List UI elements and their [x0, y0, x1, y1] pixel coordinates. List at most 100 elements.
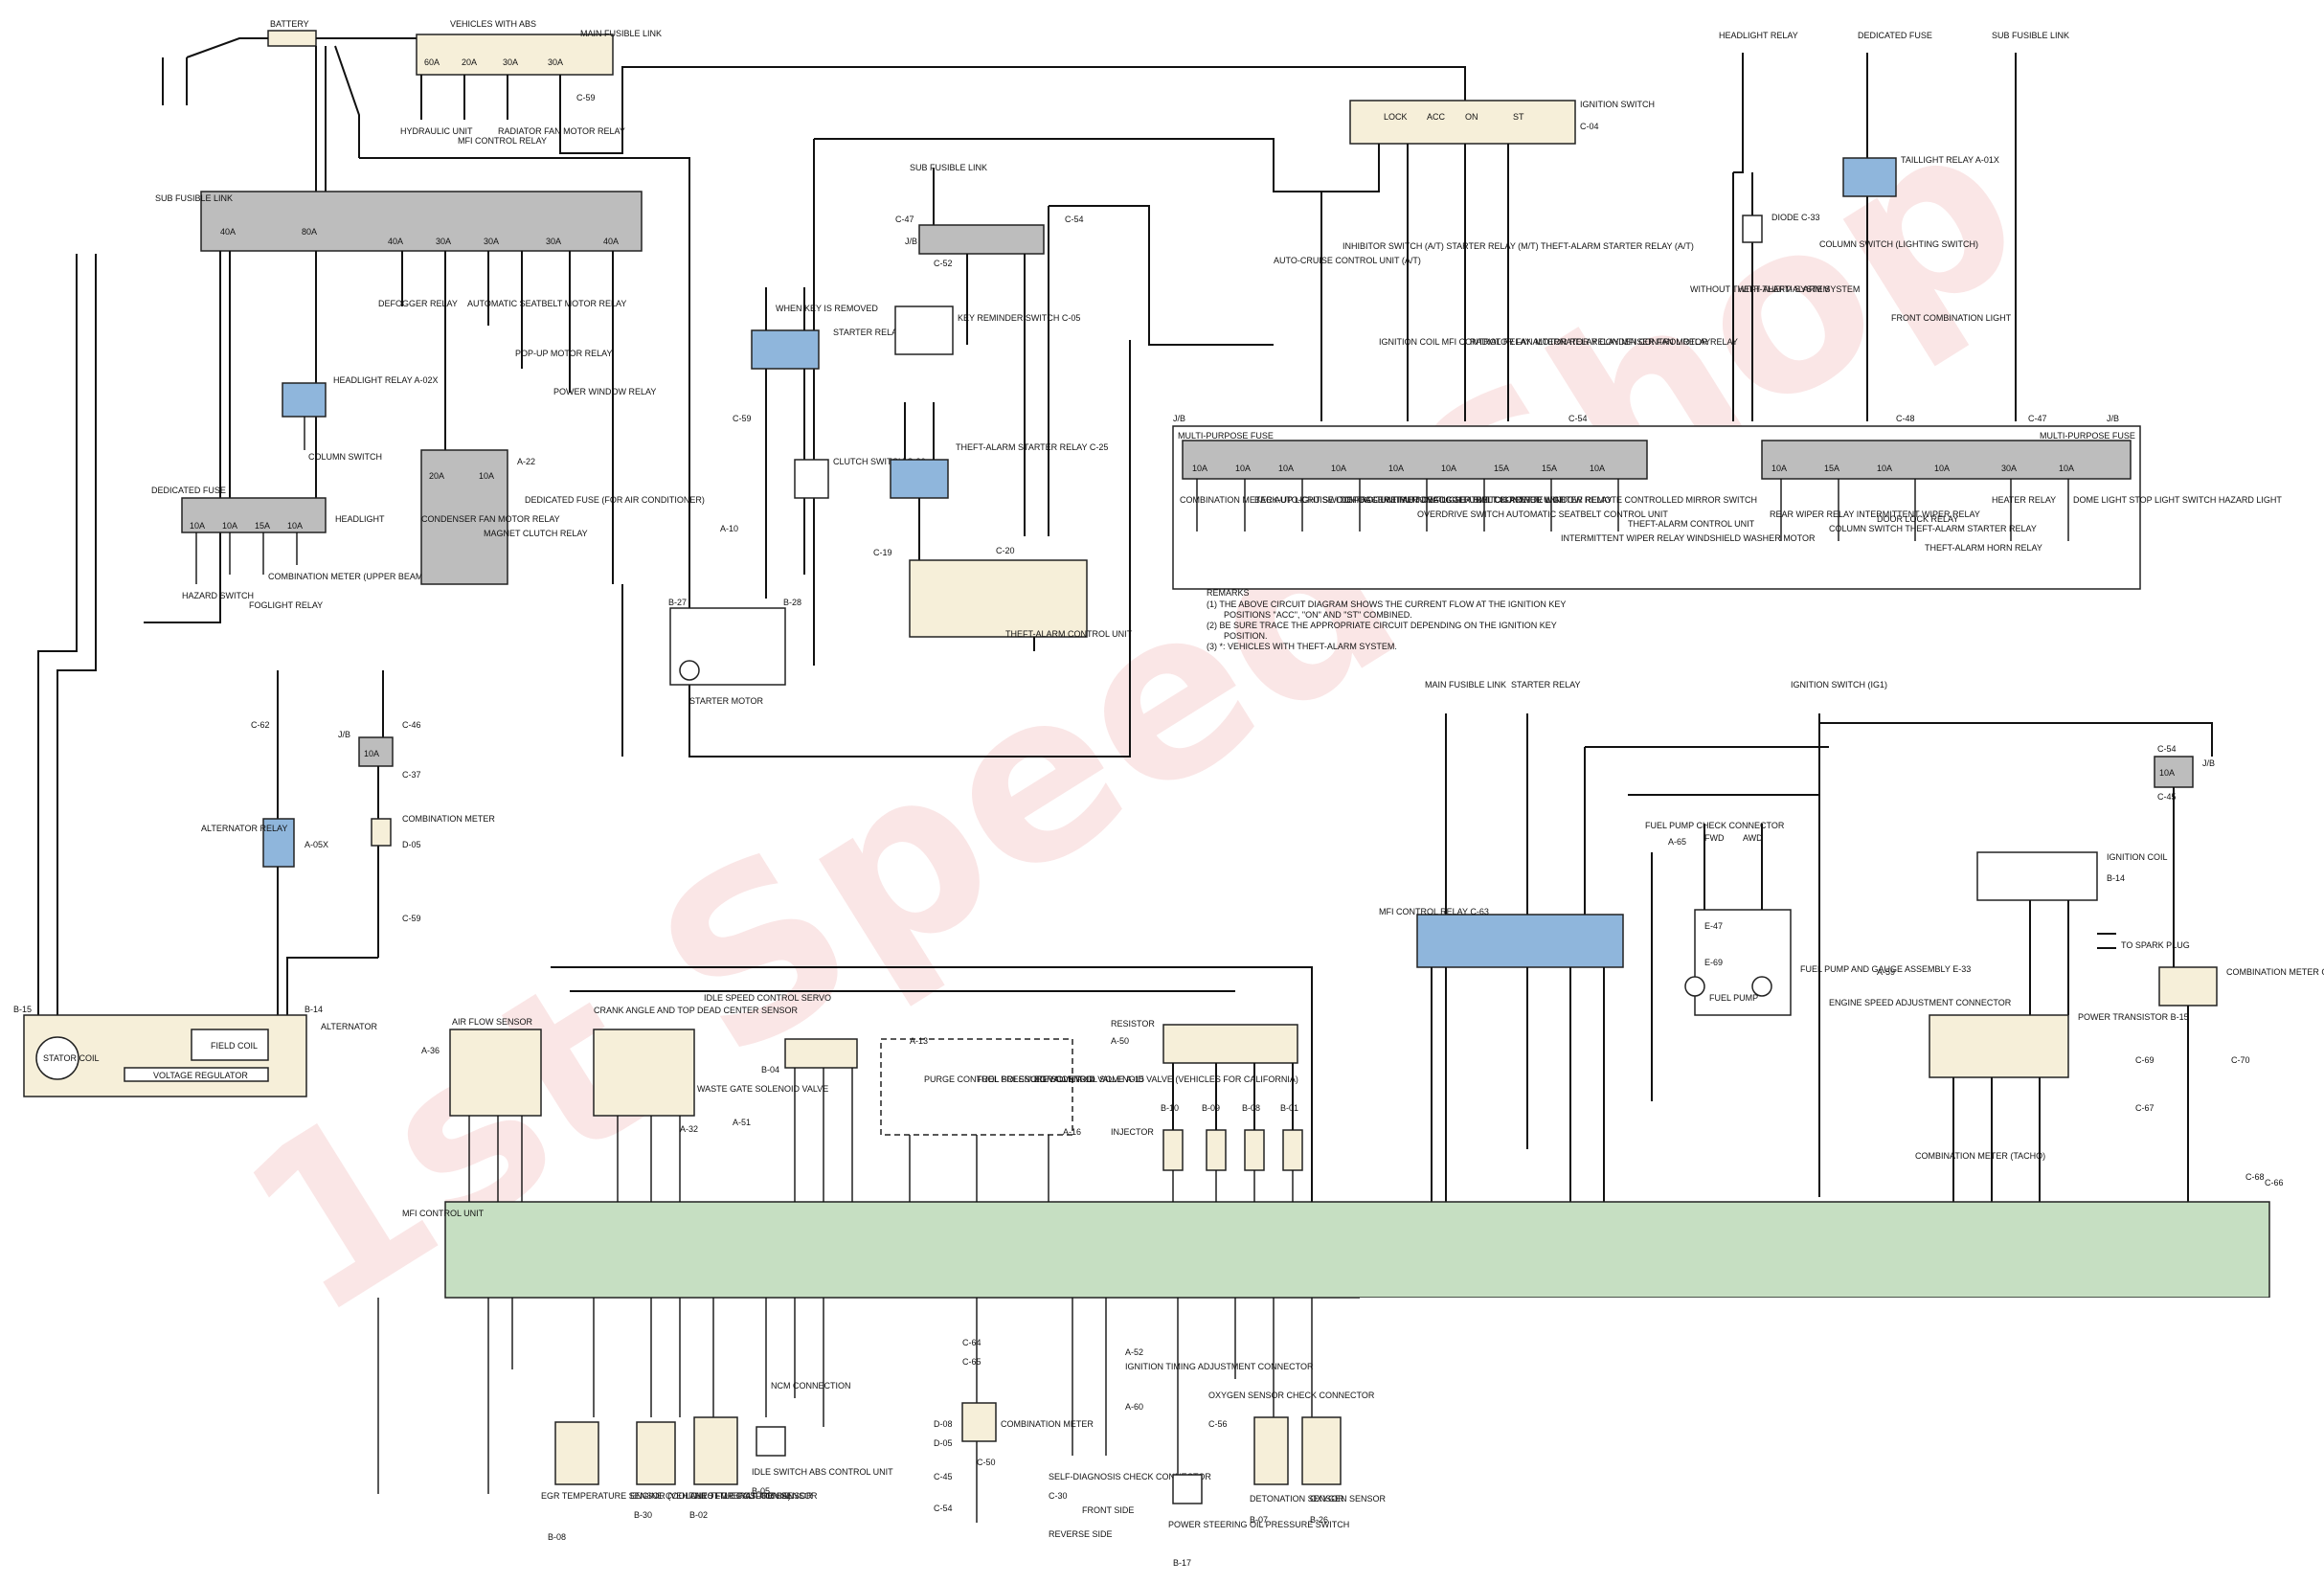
magnet-clutch-relay: MAGNET CLUTCH RELAY	[484, 529, 588, 538]
starter-motor-body	[669, 607, 786, 686]
alternator-label: ALTERNATOR	[321, 1022, 378, 1031]
b15-label: B-15	[13, 1005, 32, 1014]
abs-control-label: ABS CONTROL UNIT	[809, 1467, 893, 1477]
wires-sub-fusible	[144, 251, 614, 623]
starter-relay-body	[751, 329, 820, 370]
mp-fuse-right-title: MULTI-PURPOSE FUSE	[2040, 431, 2135, 441]
mfi-control-unit-body	[444, 1201, 2270, 1299]
crank-angle-body	[593, 1029, 695, 1117]
injector-1	[1162, 1129, 1184, 1171]
mpr-load-2: COLUMN SWITCH THEFT-ALARM STARTER RELAY	[1829, 524, 2037, 533]
tag-c54: C-54	[934, 1504, 953, 1513]
injector-3	[1244, 1129, 1265, 1171]
voltage-regulator-label: VOLTAGE REGULATOR	[153, 1071, 248, 1080]
b27-label: B-27	[668, 598, 687, 607]
dedicated-fuse-body	[181, 497, 327, 533]
sub-fuse-7: 40A	[603, 237, 619, 246]
ignition-switch-body	[1349, 100, 1576, 145]
mpr-fuse-5: 30A	[2001, 464, 2017, 473]
mpl-fuse-9: 10A	[1590, 464, 1605, 473]
detonation-sensor-body	[1253, 1416, 1289, 1485]
mpl-fuse-6: 10A	[1441, 464, 1456, 473]
mfi-main-fusible: MAIN FUSIBLE LINK	[1425, 680, 1506, 690]
starter-c54: C-54	[1065, 215, 1084, 224]
ignition-switch-block: IGNITION SWITCH C-04 LOCK ACC ON ST AUTO…	[1274, 100, 1738, 421]
sub-fuse-4: 30A	[436, 237, 451, 246]
a32-label: A-32	[680, 1124, 698, 1134]
abs-label: VEHICLES WITH ABS	[450, 19, 536, 29]
top-fuse-1: 60A	[424, 57, 440, 67]
mpl-load-2: BACK-UP LIGHT SWITCH DAYTIME RUNNING LIG…	[1254, 495, 1490, 505]
mpr-load-1: REAR WIPER RELAY INTERMITTENT WIPER RELA…	[1770, 509, 1980, 519]
mpr-fuse-4: 10A	[1934, 464, 1950, 473]
theft-alarm-control-unit-label: THEFT-ALARM CONTROL UNIT	[1005, 629, 1133, 639]
starter-jb: J/B	[905, 237, 917, 246]
tag-c65: C-65	[962, 1357, 981, 1367]
remarks-line-2: POSITIONS "ACC", "ON" AND "ST" COMBINED.	[1224, 610, 1412, 620]
air-flow-sensor-label: AIR FLOW SENSOR	[452, 1017, 533, 1027]
alt-d05: D-05	[402, 840, 421, 849]
idle-switch-label: IDLE SWITCH	[752, 1467, 807, 1477]
column-switch-lighting: COLUMN SWITCH (LIGHTING SWITCH)	[1819, 239, 1978, 249]
ac-fuse-1: 20A	[429, 471, 444, 481]
c04-label: C-04	[1580, 122, 1599, 131]
fuel-pump-frame	[1694, 909, 1792, 1016]
main-fusible-link-label: MAIN FUSIBLE LINK	[580, 29, 662, 38]
b30-label: B-30	[634, 1510, 652, 1520]
reverse-side-label: REVERSE SIDE	[1049, 1529, 1113, 1539]
diode-body	[1742, 215, 1763, 243]
mpl-fuse-7: 15A	[1494, 464, 1509, 473]
power-steering-label: POWER STEERING OIL PRESSURE SWITCH	[1168, 1520, 1349, 1529]
abs-fuse-box	[416, 34, 614, 76]
theft-alarm-starter-relay-label: THEFT-ALARM STARTER RELAY C-25	[956, 442, 1108, 452]
starter-jb-fuse	[918, 224, 1045, 255]
ign-pos-on: ON	[1465, 112, 1478, 122]
tag-d08: D-08	[934, 1419, 953, 1429]
starter-c19: C-19	[873, 548, 892, 557]
headlight-label: HEADLIGHT	[335, 514, 385, 524]
mp-fuse-left: MULTI-PURPOSE FUSE J/B C-54 10A 10A 10A …	[1172, 414, 2141, 590]
combination-meter-b-label: COMBINATION METER	[1001, 1419, 1094, 1429]
b05-label: B-05	[752, 1486, 770, 1496]
egr-temp-sensor-body	[554, 1421, 599, 1485]
waste-gate-label: WASTE GATE SOLENOID VALVE	[697, 1084, 828, 1094]
pop-up-motor-relay: POP-UP MOTOR RELAY	[515, 349, 613, 358]
injector-4	[1282, 1129, 1303, 1171]
mp-fuse-right-c47: C-47	[2028, 414, 2047, 423]
alt-c59: C-59	[402, 914, 421, 923]
fuel-pressure-label: FUEL PRESSURE SOLENOID VALVE A-15	[977, 1074, 1144, 1084]
power-transistor-label: POWER TRANSISTOR B-15	[2078, 1012, 2189, 1022]
alt-c62: C-62	[251, 720, 270, 730]
remarks-line-5: (3) *: VEHICLES WITH THEFT-ALARM SYSTEM.	[1207, 642, 1397, 651]
alt-jb: J/B	[338, 730, 350, 739]
oxygen-sensor-label: OXYGEN SENSOR	[1310, 1494, 1387, 1504]
mp-fuse-left-body	[1182, 440, 1648, 480]
top-fuse-2: 20A	[462, 57, 477, 67]
key-reminder-switch-label: KEY REMINDER SWITCH C-05	[958, 313, 1080, 323]
stator-coil-symbol	[35, 1036, 79, 1080]
fuel-gauge-label: FUEL PUMP AND GAUGE ASSEMBLY E-33	[1800, 964, 1971, 974]
mfi-control-relay: MFI CONTROL RELAY C-63	[1379, 907, 1624, 1202]
column-switch-label: COLUMN SWITCH	[308, 452, 382, 462]
fuel-pump-motor-awd	[1751, 976, 1772, 997]
ac-fuse-2: 10A	[479, 471, 494, 481]
dedicated-fuse-rt: DEDICATED FUSE	[1858, 31, 1932, 40]
b28-label: B-28	[783, 598, 801, 607]
egr-temp-label: EGR TEMPERATURE SENSOR (VEHICLES FOR CAL…	[541, 1491, 791, 1501]
mpl-fuse-2: 10A	[1235, 464, 1251, 473]
solenoid-valve-frame	[880, 1038, 1073, 1136]
tag-c50: C-50	[977, 1458, 996, 1467]
theft-alarm-control-unit-body	[909, 559, 1088, 638]
c59-top: C-59	[576, 93, 596, 102]
mpl-load-3: DEFOGGER TIMER DEFOGGER SWITCH POWER WIN…	[1341, 495, 1613, 505]
mpl-fuse-1: 10A	[1192, 464, 1207, 473]
alt-c46: C-46	[402, 720, 421, 730]
starter-section: J/B SUB FUSIBLE LINK C-47 C-54 C-52 STAR…	[621, 138, 1322, 757]
combination-meter-b-body	[961, 1402, 997, 1442]
power-steering-switch-body	[1172, 1474, 1203, 1504]
misc-connector-tags: C-64 C-65 C-66 C-67 C-68 C-69 C-70 C-50 …	[761, 1036, 2284, 1513]
mpl-load-5: CIGARETTE LIGHTER REMOTE CONTROLLED MIRR…	[1494, 495, 1757, 505]
c59-starter: C-59	[733, 414, 752, 423]
starter-sub-fusible: SUB FUSIBLE LINK	[910, 163, 987, 172]
mpr-fuse-2: 15A	[1824, 464, 1839, 473]
